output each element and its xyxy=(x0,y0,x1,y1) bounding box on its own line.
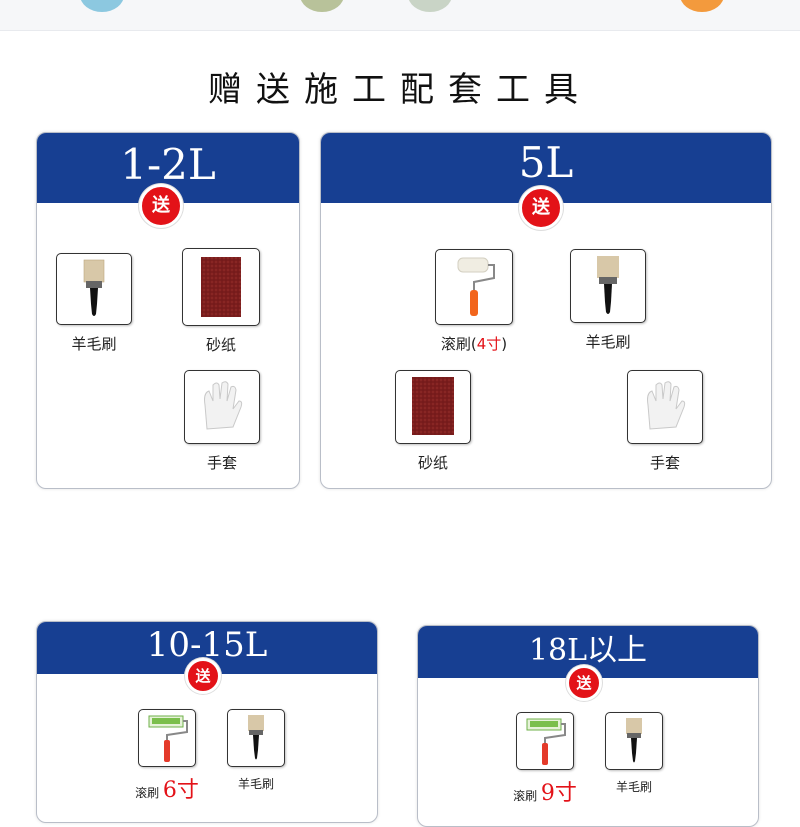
gift-item: 羊毛刷 xyxy=(221,709,291,792)
bristle-brush-icon xyxy=(227,709,285,767)
gift-card-5l: 5L 送 滚刷(4寸) 羊毛刷 砂纸 xyxy=(320,132,772,489)
item-label: 滚刷(4寸) xyxy=(429,333,519,354)
paint-roller-icon xyxy=(516,712,574,770)
item-label: 羊毛刷 xyxy=(71,335,117,353)
item-size: 6寸 xyxy=(162,778,199,803)
bristle-brush-icon xyxy=(56,253,132,325)
bristle-brush-icon xyxy=(605,712,663,770)
item-label: 砂纸 xyxy=(417,454,448,472)
bristle-brush-icon xyxy=(570,249,646,323)
gift-badge: 送 xyxy=(519,186,563,230)
color-swatch xyxy=(408,0,452,12)
item-label: 滚刷 9寸 xyxy=(510,775,580,807)
gift-item: 滚刷 9寸 xyxy=(510,712,580,807)
item-size: 4寸 xyxy=(476,335,502,353)
color-swatch xyxy=(80,0,124,12)
gift-item: 滚刷(4寸) xyxy=(429,249,519,354)
glove-icon xyxy=(184,370,260,444)
gift-item: 手套 xyxy=(625,370,705,473)
gift-card-1-2l: 1-2L 送 羊毛刷 砂纸 手套 xyxy=(36,132,300,489)
item-label: 手套 xyxy=(649,454,680,472)
gift-card-18l-plus: 18L以上 送 滚刷 9寸 羊毛刷 xyxy=(417,625,759,827)
gift-item: 羊毛刷 xyxy=(599,712,669,795)
sandpaper-icon xyxy=(395,370,471,444)
item-label: 砂纸 xyxy=(205,336,236,354)
item-label: 滚刷 6寸 xyxy=(132,772,202,804)
gift-item: 砂纸 xyxy=(181,248,261,355)
gift-badge: 送 xyxy=(566,665,602,701)
card-title: 18L以上 xyxy=(528,633,648,668)
item-label: 手套 xyxy=(206,454,237,472)
color-swatch-strip xyxy=(0,0,800,31)
gift-item: 滚刷 6寸 xyxy=(132,709,202,804)
paint-roller-icon xyxy=(138,709,196,767)
card-title: 1-2L xyxy=(120,140,216,189)
gift-badge: 送 xyxy=(185,658,221,694)
gift-item: 砂纸 xyxy=(393,370,473,473)
item-label: 羊毛刷 xyxy=(585,333,631,351)
item-size: 9寸 xyxy=(540,781,577,806)
sandpaper-icon xyxy=(182,248,260,326)
gift-card-10-15l: 10-15L 送 滚刷 6寸 羊毛刷 xyxy=(36,621,378,823)
gift-item: 手套 xyxy=(182,370,262,473)
item-label: 羊毛刷 xyxy=(237,777,274,791)
item-label: 羊毛刷 xyxy=(615,780,652,794)
paint-roller-icon xyxy=(435,249,513,325)
gift-badge: 送 xyxy=(139,184,183,228)
color-swatch xyxy=(680,0,724,12)
gift-item: 羊毛刷 xyxy=(54,253,134,354)
card-title: 5L xyxy=(518,138,574,187)
gift-item: 羊毛刷 xyxy=(568,249,648,352)
item-name-suffix: ) xyxy=(501,335,508,353)
section-heading: 赠送施工配套工具 xyxy=(208,70,592,110)
item-name: 滚刷( xyxy=(440,335,477,353)
item-name: 滚刷 xyxy=(135,786,160,800)
item-name: 滚刷 xyxy=(513,789,538,803)
color-swatch xyxy=(300,0,344,12)
glove-icon xyxy=(627,370,703,444)
